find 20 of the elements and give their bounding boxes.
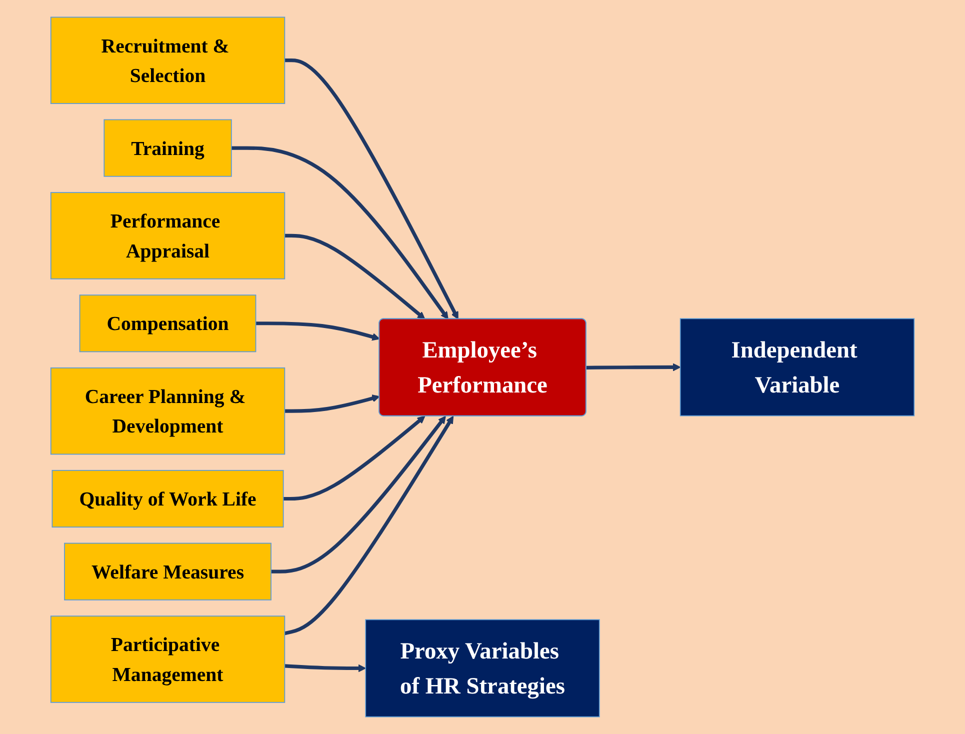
node-box: Recruitment & Selection [50,16,286,104]
arrow [284,416,454,636]
arrow [231,146,448,320]
arrow [586,363,681,372]
arrow [256,322,380,341]
node-box: Performance Appraisal [50,192,286,280]
arrow [271,416,446,574]
node-box: Compensation [79,294,256,352]
node-box: Career Planning & Development [50,367,286,455]
arrow [284,58,458,320]
arrow [284,664,366,672]
node-box: Quality of Work Life [52,470,284,528]
node-box: Welfare Measures [64,542,272,600]
node-box: Independent Variable [680,318,915,416]
arrow [284,234,426,320]
node-box: Proxy Variables of HR Strategies [365,619,600,718]
node-box: Training [104,119,232,177]
arrow [284,394,380,413]
node-box: Participative Management [50,616,286,703]
arrow [283,416,426,501]
